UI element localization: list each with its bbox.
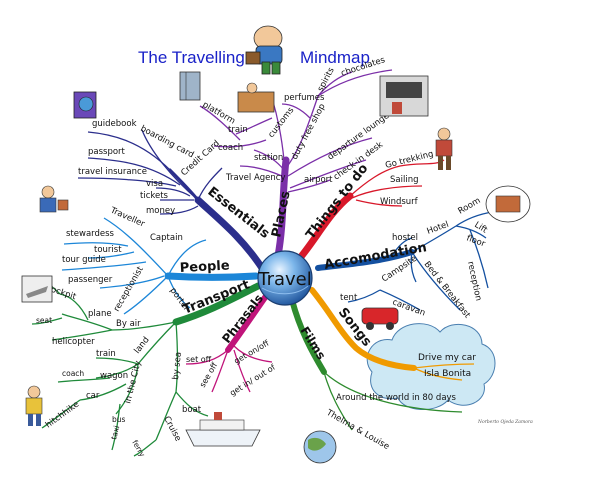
- item-by-sea: by sea: [171, 351, 184, 380]
- item-wagon: coach: [62, 369, 84, 378]
- title-right: Mindmap: [300, 48, 370, 67]
- item-perfumes: perfumes: [284, 93, 325, 103]
- item-coach: coach: [218, 143, 243, 153]
- item-set-off: set off: [186, 355, 212, 364]
- item-isla-bonita: Isla Bonita: [424, 369, 471, 379]
- people-clipart: [39, 185, 69, 213]
- branch-trails: [225, 293, 269, 353]
- item-tour-guide: tour guide: [62, 255, 106, 265]
- hotel-clipart: [485, 185, 531, 223]
- title-left: The Travelling: [138, 48, 245, 67]
- item-taxi: taxi: [109, 425, 121, 441]
- item-bus: bus: [112, 415, 126, 424]
- cruise-ship-clipart: [185, 412, 261, 447]
- item-helicopter: helicopter: [52, 337, 95, 347]
- branch-places: [274, 156, 290, 260]
- item-money: money: [146, 206, 175, 216]
- item-passport: passport: [88, 147, 126, 157]
- hiker-clipart: [435, 127, 453, 170]
- branch-people: [164, 272, 260, 281]
- item-bed-breakfast: Bed & Breakfast: [422, 260, 473, 321]
- item-reception: reception: [465, 261, 483, 302]
- item-guidebook: guidebook: [92, 119, 137, 129]
- item-around-the-world: Around the world in 80 days: [336, 393, 457, 403]
- item-hotel: Hotel: [426, 220, 451, 237]
- item-train2: train: [96, 349, 116, 359]
- item-plane: plane: [88, 309, 112, 319]
- branch-accommodation: [315, 249, 415, 271]
- item-credit-card: Credit Card: [179, 139, 221, 179]
- item-porter: porter: [168, 286, 192, 313]
- traveller-clipart: [245, 25, 283, 75]
- guidebook-clipart: [73, 91, 97, 119]
- item-lift: Lift: [472, 220, 489, 236]
- branch-songs: [309, 287, 417, 371]
- item-tent: tent: [340, 293, 358, 303]
- item-travel-insurance: travel insurance: [78, 167, 147, 177]
- item-boat: boat: [182, 405, 202, 415]
- item-tickets: tickets: [140, 191, 169, 201]
- item-stewardess: stewardess: [66, 229, 115, 239]
- item-get-in-out-of: get in/ out of: [228, 363, 277, 398]
- caravan-clipart: [361, 307, 399, 330]
- item-boarding-card: boarding card: [139, 124, 196, 161]
- station-clipart: [179, 71, 201, 101]
- item-seat: seat: [36, 316, 52, 325]
- item-tourist: tourist: [94, 245, 122, 255]
- branch-things: [296, 192, 354, 262]
- label-people: People: [179, 258, 230, 276]
- hitchhiker-clipart: [25, 385, 43, 426]
- item-in-the-city: in the City: [123, 360, 143, 405]
- customs-clipart: [237, 82, 275, 113]
- airport-clipart: [379, 75, 429, 117]
- item-passenger: passenger: [68, 275, 113, 285]
- item-coach2: wagon: [100, 371, 128, 381]
- item-station: station: [254, 153, 283, 163]
- item-windsurf: Windsurf: [380, 197, 419, 207]
- item-captain: Captain: [150, 233, 183, 243]
- item-car: car: [86, 391, 100, 401]
- center-label: Travel: [257, 269, 312, 290]
- branch-essentials: [194, 196, 266, 272]
- item-train: train: [228, 125, 248, 135]
- item-visa: visa: [146, 179, 163, 189]
- item-receptionist: receptionist: [112, 264, 146, 313]
- plane-clipart: [21, 275, 53, 303]
- world-globe-clipart: [303, 430, 337, 464]
- author-signature: Norberto Ojeda Zamora: [477, 419, 533, 425]
- branch-films: [289, 297, 327, 375]
- item-by-air: By air: [116, 319, 141, 329]
- branch-transport: [172, 282, 262, 326]
- item-airport: airport: [304, 175, 333, 185]
- item-cruise: Cruise: [161, 415, 182, 443]
- item-room: Room: [457, 196, 483, 217]
- label-places: Places: [269, 189, 294, 238]
- item-travel-agency: Travel Agency: [225, 173, 286, 183]
- item-drive-my-car: Drive my car: [418, 353, 476, 363]
- item-platform: platform: [201, 100, 237, 127]
- item-go-trekking: Go trekking: [384, 149, 434, 171]
- item-hostel: hostel: [392, 233, 418, 243]
- item-see-off: see off: [198, 361, 220, 389]
- item-spirits: spirits: [316, 65, 337, 93]
- item-ferry: ferry: [130, 439, 147, 459]
- item-hitchhike: hitchhike: [44, 400, 81, 431]
- item-land: land: [132, 335, 151, 356]
- item-traveller: Traveller: [108, 205, 147, 230]
- item-sailing: Sailing: [390, 175, 418, 185]
